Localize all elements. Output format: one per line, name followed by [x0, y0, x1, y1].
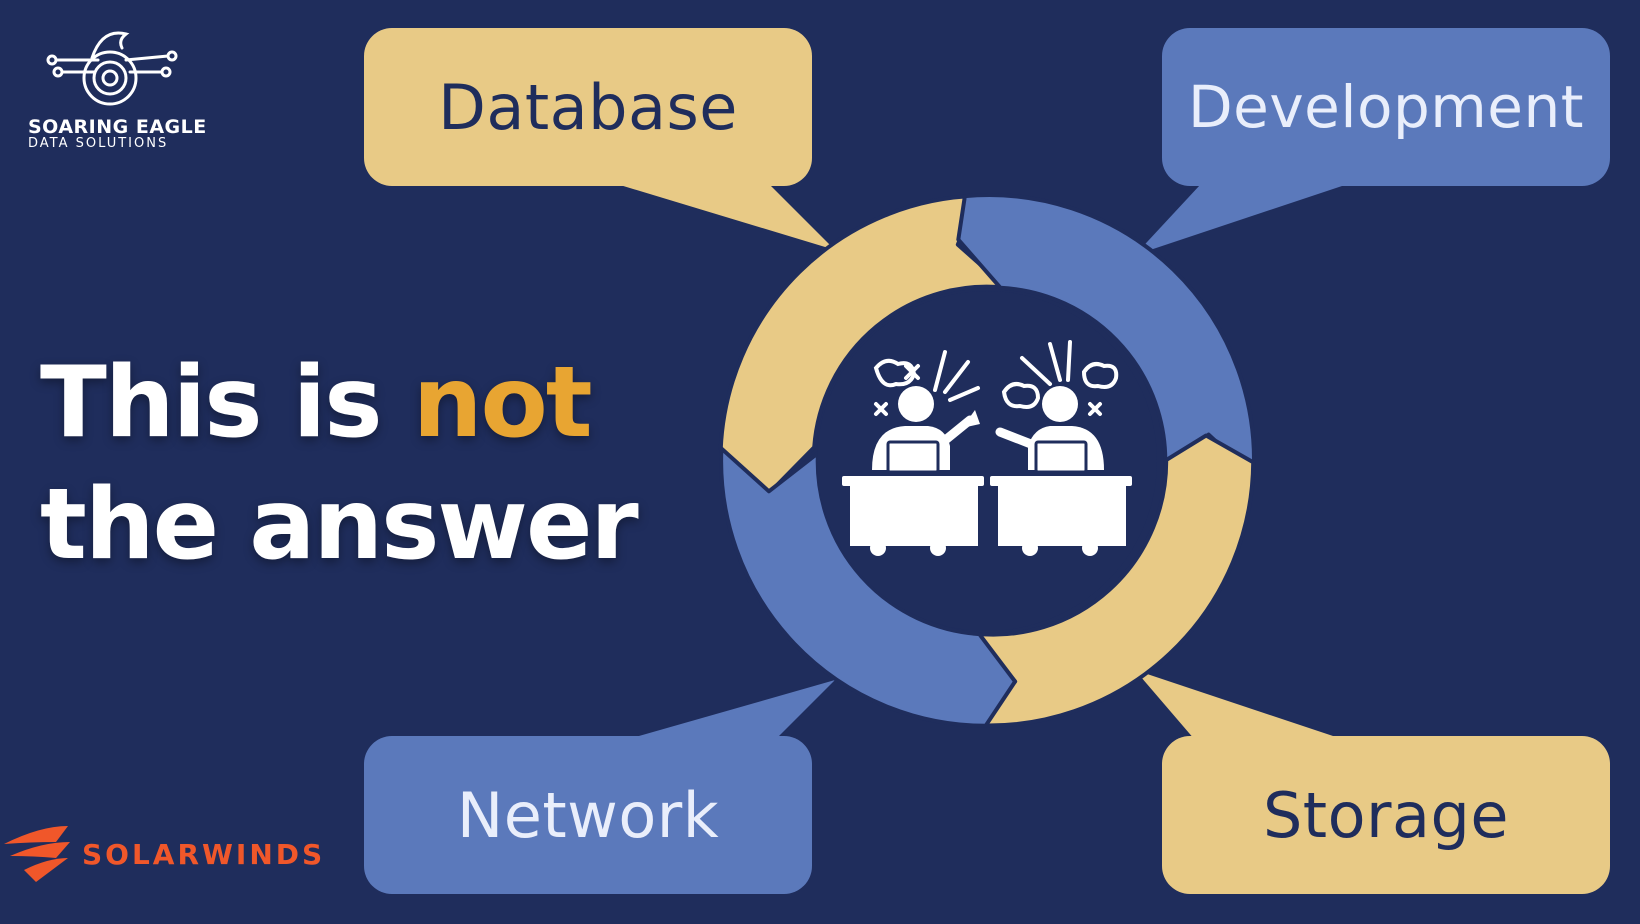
headline-part-1: This is [40, 346, 413, 460]
network-label: Network [456, 778, 720, 852]
headline: This is not the answer [40, 342, 639, 586]
headline-line-1: This is not [40, 342, 637, 464]
headline-accent: not [412, 346, 593, 460]
anger-marks-icon [873, 340, 1119, 416]
database-label: Database [438, 70, 738, 144]
development-bubble-tail [1135, 185, 1345, 255]
soaring-eagle-logo-icon [46, 31, 178, 106]
arguing-coworkers-icon [842, 386, 1132, 556]
database-bubble-tail [620, 185, 835, 250]
cycle-arrow-blue-left [719, 446, 1018, 728]
development-label: Development [1188, 73, 1584, 141]
headline-line-2: the answer [40, 468, 639, 582]
cycle-center [817, 291, 1157, 631]
storage-bubble [1162, 736, 1610, 894]
database-bubble [364, 28, 812, 186]
company-name: SOARING EAGLE [28, 116, 207, 138]
storage-label: Storage [1262, 778, 1510, 852]
network-bubble-tail [625, 680, 835, 740]
company-tagline: DATA SOLUTIONS [28, 136, 169, 151]
storage-bubble-tail [1135, 670, 1345, 740]
development-bubble [1162, 28, 1610, 186]
network-bubble [364, 736, 812, 894]
solarwinds-wordmark: SOLARWINDS [82, 838, 326, 871]
solarwinds-logo-icon [4, 826, 70, 882]
